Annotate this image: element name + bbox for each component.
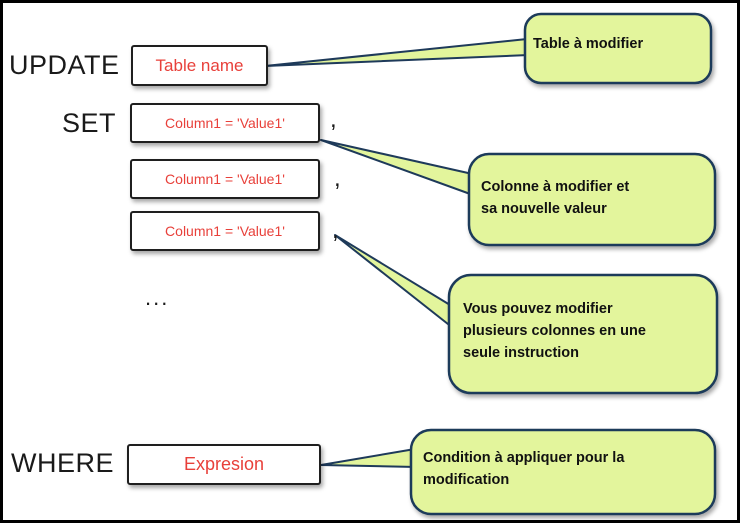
set-row-box-3: Column1 = 'Value1' [130,211,320,251]
callout-multiple-pointer [334,234,456,329]
callout-layer [264,12,719,516]
expression-box: Expresion [127,444,321,485]
callout-condition-text: Condition à appliquer pour la modificati… [423,450,625,488]
callout-condition-pointer [320,448,418,468]
callout-condition-bubble [409,428,717,516]
table-name-box: Table name [131,45,268,86]
keyword-where: WHERE [11,448,114,478]
callout-table-pointer [264,38,530,67]
callout-multiple [334,234,719,395]
set-row-separator-3: , [332,217,339,244]
callout-table [264,12,713,85]
set-row-separator-2: , [334,165,341,192]
set-row-text-2: Column1 = 'Value1' [165,171,285,187]
callout-column-pointer [320,139,478,196]
callout-column-text: Colonne à modifier et sa nouvelle valeur [481,179,630,217]
callout-column-bubble [467,152,717,247]
set-row-box-2: Column1 = 'Value1' [130,159,320,199]
callout-table-text: Table à modifier [533,36,644,52]
callout-condition [320,428,717,516]
ellipsis: ... [145,285,170,310]
expression-text: Expresion [183,454,265,474]
callout-table-bubble [523,12,713,85]
set-row-text-3: Column1 = 'Value1' [165,223,285,239]
callout-multiple-text: Vous pouvez modifier plusieurs colonnes … [463,301,646,361]
set-row-text-1: Column1 = 'Value1' [165,115,285,131]
keyword-set: SET [62,108,117,138]
table-name-text: Table name [155,55,244,75]
callout-column [320,139,717,247]
set-row-separator-1: , [330,106,337,133]
set-row-box-1: Column1 = 'Value1' [130,103,320,143]
callout-multiple-bubble [447,273,719,395]
keyword-update: UPDATE [9,50,120,80]
